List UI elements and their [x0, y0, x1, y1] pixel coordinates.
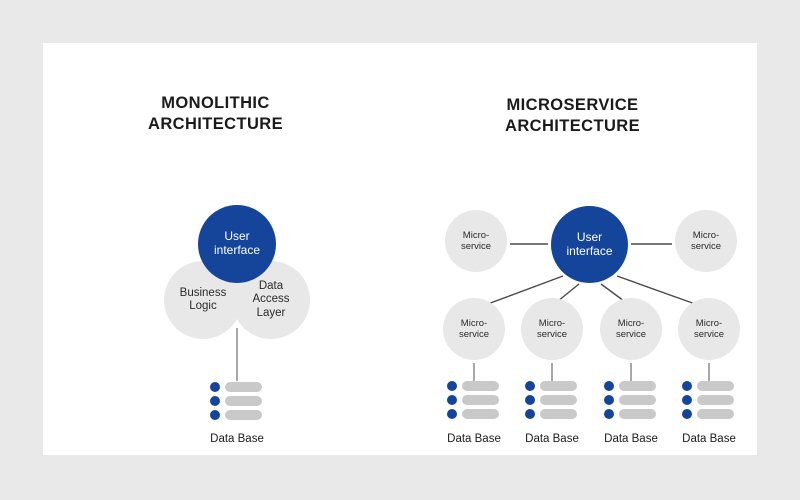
circle-microservice-1-label: Micro- service — [458, 317, 490, 340]
database-row — [682, 381, 736, 391]
database-dot-icon — [604, 381, 614, 391]
connector-line-microservice-3-database — [630, 363, 632, 381]
circle-microservice-1[interactable]: Micro- service — [443, 298, 505, 360]
link-center-to-bottom-2 — [557, 283, 580, 302]
database-row — [682, 395, 736, 405]
database-bar-icon — [225, 382, 262, 392]
database-label: Data Base — [682, 433, 736, 445]
connector-line-microservice-2-database — [551, 363, 553, 381]
database-bar-icon — [619, 381, 656, 391]
database-dot-icon — [682, 395, 692, 405]
microservice-title: MICROSERVICE ARCHITECTURE — [505, 96, 640, 135]
database-bar-icon — [225, 396, 262, 406]
database-bar-icon — [540, 409, 577, 419]
database-icon — [682, 381, 736, 419]
connector-line-microservice-1-database — [473, 363, 475, 381]
database-dot-icon — [604, 395, 614, 405]
database-bar-icon — [462, 381, 499, 391]
database-row — [447, 381, 501, 391]
database-row — [682, 409, 736, 419]
database-dot-icon — [604, 409, 614, 419]
database-bar-icon — [697, 395, 734, 405]
link-center-to-bottom-3 — [600, 283, 625, 302]
database-row — [525, 395, 579, 405]
database-row — [604, 381, 658, 391]
link-center-to-bottom-4 — [616, 275, 699, 306]
database-bar-icon — [697, 381, 734, 391]
database-row — [447, 395, 501, 405]
monolithic-architecture-panel: MONOLITHIC ARCHITECTURE Business Logic D… — [43, 43, 388, 455]
microservice-architecture-panel: MICROSERVICE ARCHITECTURE Micro- service… — [388, 43, 757, 455]
database-icon — [447, 381, 501, 419]
database-dot-icon — [447, 381, 457, 391]
database-label: Data Base — [604, 433, 658, 445]
database-dot-icon — [525, 395, 535, 405]
circle-data-access-layer-label: Data Access Layer — [252, 280, 290, 319]
database-label: Data Base — [447, 433, 501, 445]
monolithic-title: MONOLITHIC ARCHITECTURE — [148, 94, 283, 133]
circle-microservice-top-right[interactable]: Micro- service — [675, 210, 737, 272]
database-bar-icon — [462, 395, 499, 405]
database-dot-icon — [525, 381, 535, 391]
circle-user-interface-label: User interface — [566, 229, 613, 258]
database-icon — [210, 382, 264, 420]
circle-microservice-2[interactable]: Micro- service — [521, 298, 583, 360]
diagram-card: MONOLITHIC ARCHITECTURE Business Logic D… — [43, 43, 757, 455]
database-bar-icon — [619, 409, 656, 419]
circle-microservice-top-right-label: Micro- service — [690, 229, 722, 252]
circle-microservice-4-label: Micro- service — [693, 317, 725, 340]
database-bar-icon — [540, 381, 577, 391]
database-bar-icon — [225, 410, 262, 420]
database-row — [525, 409, 579, 419]
circle-microservice-2-label: Micro- service — [536, 317, 568, 340]
database-icon — [604, 381, 658, 419]
database-dot-icon — [210, 396, 220, 406]
circle-microservice-3-label: Micro- service — [615, 317, 647, 340]
circle-microservice-top-left-label: Micro- service — [460, 229, 492, 252]
database-dot-icon — [447, 409, 457, 419]
database-dot-icon — [682, 409, 692, 419]
monolithic-venn-group: Business Logic Data Access Layer User in… — [43, 43, 388, 455]
database-dot-icon — [447, 395, 457, 405]
database-bar-icon — [697, 409, 734, 419]
connector-line-monolithic-database — [236, 328, 238, 381]
database-row — [210, 396, 264, 406]
database-icon — [525, 381, 579, 419]
connector-line-microservice-4-database — [708, 363, 710, 381]
database-row — [525, 381, 579, 391]
microservice-connector-lines — [484, 243, 699, 306]
database-bar-icon — [540, 395, 577, 405]
database-bar-icon — [462, 409, 499, 419]
circle-microservice-4[interactable]: Micro- service — [678, 298, 740, 360]
circle-user-interface[interactable]: User interface — [198, 205, 276, 283]
database-row — [604, 395, 658, 405]
database-row — [210, 410, 264, 420]
database-label: Data Base — [525, 433, 579, 445]
database-row — [604, 409, 658, 419]
database-dot-icon — [682, 381, 692, 391]
database-dot-icon — [210, 382, 220, 392]
database-row — [447, 409, 501, 419]
link-center-to-bottom-1 — [484, 275, 564, 306]
circle-user-interface-label: User interface — [213, 229, 261, 257]
circle-user-interface[interactable]: User interface — [551, 206, 628, 283]
circle-microservice-3[interactable]: Micro- service — [600, 298, 662, 360]
database-dot-icon — [525, 409, 535, 419]
circle-microservice-top-left[interactable]: Micro- service — [445, 210, 507, 272]
circle-business-logic-label: Business Logic — [179, 286, 227, 312]
database-label: Data Base — [210, 433, 264, 445]
database-dot-icon — [210, 410, 220, 420]
database-bar-icon — [619, 395, 656, 405]
database-row — [210, 382, 264, 392]
